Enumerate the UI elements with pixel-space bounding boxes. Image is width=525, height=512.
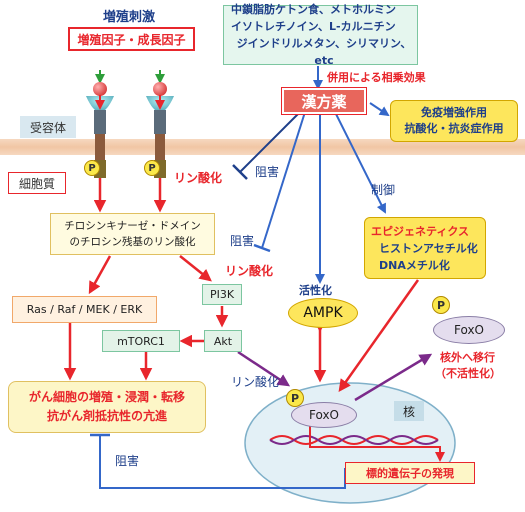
supplements-box: 中鎖脂肪ケトン食、メトホルミン イソトレチノイン、L-カルニチン ジインドリルメ… (223, 3, 418, 67)
receptor-label-box: 受容体 (20, 116, 76, 138)
ras-box: Ras / Raf / MEK / ERK (12, 296, 157, 323)
nucleus-label-box: 核 (394, 401, 424, 421)
epigenetics-title: エピジェネティクス (371, 224, 470, 238)
epigenetics-box: エピジェネティクス ヒストンアセチル化 DNAメチル化 (364, 217, 486, 279)
immune-line1: 免疫増強作用 (421, 106, 487, 119)
foxo-in-box: FoxO (291, 402, 357, 428)
arrow-tyrosine-pi3k (179, 255, 212, 282)
supplements-line2: イソトレチノイン、L-カルニチン (231, 20, 396, 33)
stimulus-title: 増殖刺激 (103, 10, 156, 25)
cancer-line1: がん細胞の増殖・浸潤・転移 (28, 390, 185, 404)
arrow-kampo-immune (369, 102, 390, 117)
supplements-line3: ジインドリルメタン、シリマリン、etc (236, 37, 412, 67)
phospho-p-foxo-out: P (432, 296, 450, 314)
inhibit-label-top: 阻害 (255, 165, 280, 179)
supplements-line1: 中鎖脂肪ケトン食、メトホルミン (231, 3, 396, 16)
tyrosine-box: チロシンキナーゼ・ドメイン のチロシン残基のリン酸化 (50, 213, 215, 255)
pi3k-label: PI3K (209, 288, 235, 301)
cell-membrane (0, 139, 525, 155)
arrow-epigenetics-foxo (338, 279, 420, 393)
dna-strand (269, 435, 439, 445)
foxo-in-label: FoxO (309, 408, 339, 422)
ampk-box: AMPK (288, 298, 358, 328)
kampo-label: 漢方薬 (301, 92, 347, 111)
inhibit-line-pi3k (261, 111, 306, 249)
inhibit-line-receptor (239, 111, 301, 173)
arrow-tyrosine-ras (88, 255, 112, 295)
foxo-out-box: FoxO (433, 316, 505, 344)
synergy-label: 併用による相乗効果 (327, 71, 426, 84)
growth-factor-label: 増殖因子・成長因子 (77, 32, 186, 47)
cytoplasm-label: 細胞質 (18, 176, 55, 191)
akt-box: Akt (204, 330, 242, 352)
phospho-p-left: P (84, 160, 100, 176)
phospho-label-receptor: リン酸化 (174, 171, 223, 185)
phospho-label-pi3k: リン酸化 (225, 264, 274, 278)
ampk-label: AMPK (303, 305, 343, 321)
pi3k-box: PI3K (202, 284, 242, 305)
immune-box: 免疫増強作用 抗酸化・抗炎症作用 (390, 100, 518, 142)
foxo-out-label: FoxO (454, 323, 484, 337)
mtorc1-box: mTORC1 (102, 330, 180, 352)
phospho-label-akt: リン酸化 (231, 375, 280, 389)
cancer-box: がん細胞の増殖・浸潤・転移 抗がん剤抵抗性の亢進 (8, 381, 206, 433)
growth-factor-box: 増殖因子・成長因子 (68, 27, 195, 51)
mtorc1-label: mTORC1 (117, 334, 165, 348)
inhibit-label-bottom: 阻害 (115, 454, 140, 468)
arrow-foxo-export (354, 353, 433, 402)
ras-label: Ras / Raf / MEK / ERK (26, 303, 143, 316)
cancer-line2: 抗がん剤抵抗性の亢進 (46, 409, 167, 423)
arrow-foxo-dna (309, 425, 445, 462)
arrow-kampo-epigenetics (334, 111, 386, 214)
activation-label: 活性化 (299, 284, 332, 297)
gene-expression-box: 標的遺伝子の発現 (345, 462, 475, 484)
inhibit-label-mid: 阻害 (230, 234, 255, 248)
gene-expression-label: 標的遺伝子の発現 (366, 467, 454, 480)
receptor-label: 受容体 (29, 120, 66, 135)
arrow-akt-foxo (237, 350, 291, 387)
epigenetics-line1: ヒストンアセチル化 (379, 241, 478, 255)
tyrosine-line1: チロシンキナーゼ・ドメイン (64, 220, 201, 232)
epigenetics-line2: DNAメチル化 (379, 258, 450, 272)
tyrosine-line2: のチロシン残基のリン酸化 (69, 236, 196, 248)
immune-line2: 抗酸化・抗炎症作用 (404, 122, 504, 135)
control-label: 制御 (371, 183, 396, 197)
phospho-p-foxo-in: P (286, 389, 304, 407)
cytoplasm-label-box: 細胞質 (8, 172, 66, 194)
akt-label: Akt (213, 334, 233, 348)
export-line2: （不活性化） (435, 367, 501, 380)
phospho-p-right: P (144, 160, 160, 176)
kampo-box: 漢方薬 (282, 88, 366, 114)
nucleus-label: 核 (402, 404, 415, 419)
export-line1: 核外へ移行 (440, 351, 495, 364)
